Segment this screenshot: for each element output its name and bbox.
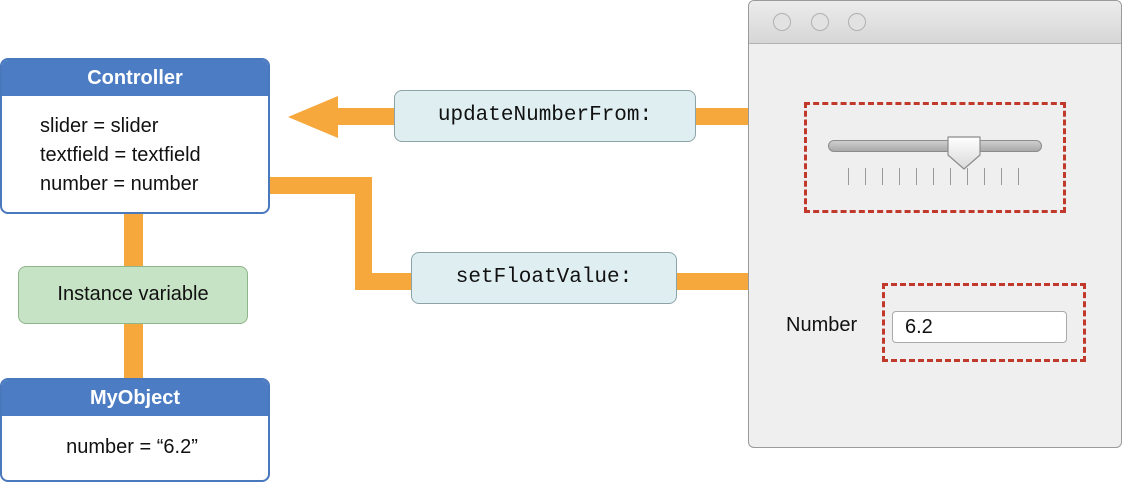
controller-textfield-ivar: textfield = textfield xyxy=(40,144,201,166)
number-label: Number xyxy=(786,314,858,336)
update-number-message: updateNumberFrom: xyxy=(394,90,696,142)
controller-number-ivar: number = number xyxy=(40,173,199,195)
slider-selection-outline xyxy=(804,102,1066,213)
window-titlebar xyxy=(749,1,1121,44)
zoom-icon[interactable] xyxy=(848,13,866,31)
set-float-value-message: setFloatValue: xyxy=(411,252,677,304)
ivar-connector-bottom xyxy=(124,322,143,380)
slider-tick xyxy=(899,168,900,185)
slider-tick xyxy=(1018,168,1019,185)
close-icon[interactable] xyxy=(773,13,791,31)
slider-tick xyxy=(882,168,883,185)
controller-title: Controller xyxy=(2,60,268,96)
slider-tick xyxy=(1001,168,1002,185)
slider-tick xyxy=(865,168,866,185)
action-arrowhead xyxy=(288,96,338,138)
slider-tick xyxy=(967,168,968,185)
slider-tick xyxy=(933,168,934,185)
minimize-icon[interactable] xyxy=(811,13,829,31)
outlet-connector-h1 xyxy=(270,177,372,194)
controller-slider-ivar: slider = slider xyxy=(40,115,159,137)
slider-tick xyxy=(848,168,849,185)
textfield-selection-outline xyxy=(882,283,1086,362)
instance-variable-label: Instance variable xyxy=(18,266,248,324)
number-textfield[interactable]: 6.2 xyxy=(892,311,1067,343)
myobject-box: MyObject number = “6.2” xyxy=(0,378,270,482)
slider-knob[interactable] xyxy=(946,136,981,170)
app-window xyxy=(748,0,1122,448)
slider-tick xyxy=(984,168,985,185)
controller-box: Controller slider = slider textfield = t… xyxy=(0,58,270,214)
myobject-title: MyObject xyxy=(2,380,268,416)
slider-tick xyxy=(950,168,951,185)
slider-track[interactable] xyxy=(828,140,1042,152)
myobject-number-value: number = “6.2” xyxy=(66,436,198,458)
outlet-connector-v xyxy=(355,177,372,290)
ivar-connector-top xyxy=(124,212,143,268)
slider-tick xyxy=(916,168,917,185)
